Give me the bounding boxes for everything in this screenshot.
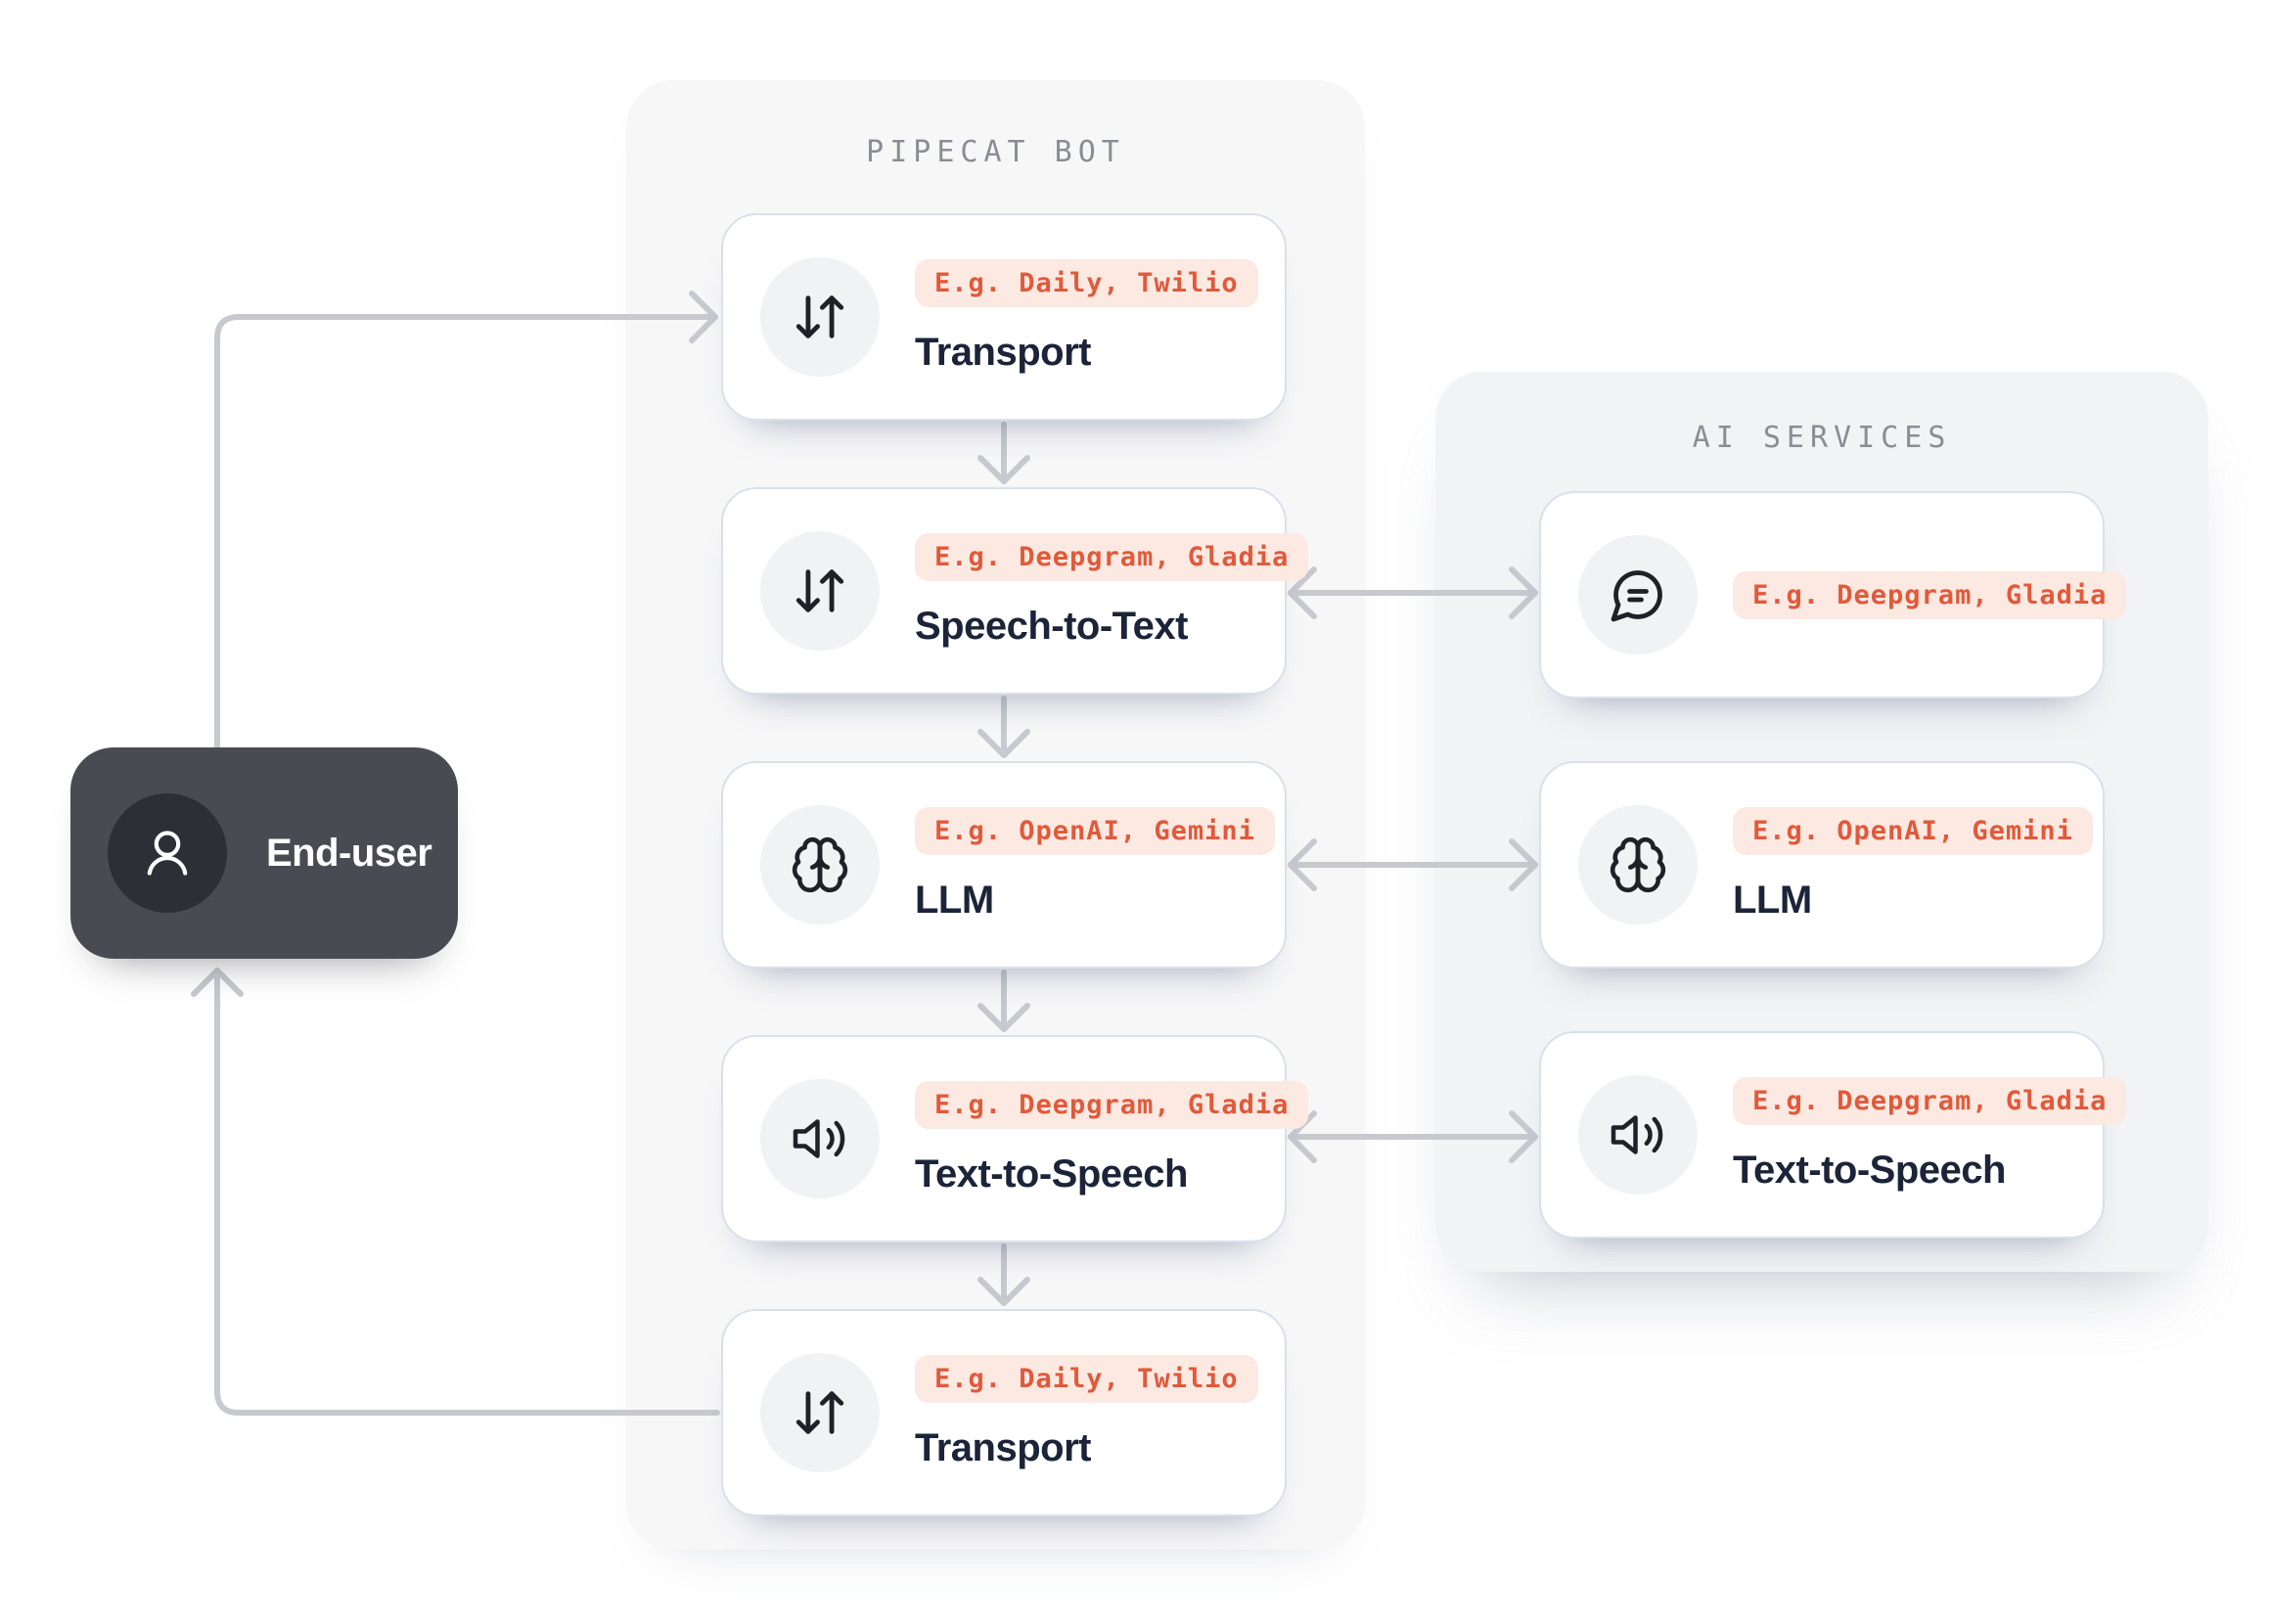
bot-card-transport-out: E.g. Daily, Twilio Transport xyxy=(721,1309,1287,1516)
arrow-enduser-to-transport xyxy=(214,314,718,752)
bot-card-speech-to-text: E.g. Deepgram, Gladia Speech-to-Text xyxy=(721,487,1309,695)
pipecat-bot-title: PIPECAT BOT xyxy=(866,135,1125,169)
example-badge: E.g. Deepgram, Gladia xyxy=(915,1081,1309,1129)
example-badge: E.g. Daily, Twilio xyxy=(915,259,1258,307)
card-title: LLM xyxy=(915,879,994,922)
ai-card-tts-service: E.g. Deepgram, Gladia Text-to-Speech xyxy=(1539,1031,2127,1239)
volume-icon xyxy=(760,1079,880,1198)
arrowhead-right xyxy=(1509,1110,1538,1163)
speech-bubble-icon xyxy=(1578,535,1698,654)
ai-card-stt-service: E.g. Deepgram, Gladia xyxy=(1539,491,2127,699)
bot-card-transport-in: E.g. Daily, Twilio Transport xyxy=(721,213,1287,421)
arrowhead-down xyxy=(977,455,1030,484)
ai-services-title: AI SERVICES xyxy=(1692,421,1952,455)
end-user-label: End-user xyxy=(266,831,432,875)
arrowhead-right xyxy=(1509,566,1538,619)
arrowhead-up xyxy=(191,968,244,997)
example-badge: E.g. OpenAI, Gemini xyxy=(915,807,1275,855)
end-user-node: End-user xyxy=(70,747,458,959)
arrows-up-down-icon xyxy=(760,257,880,377)
arrowhead-right xyxy=(689,291,718,343)
card-title: Speech-to-Text xyxy=(915,605,1188,648)
arrows-up-down-icon xyxy=(760,531,880,651)
example-badge: E.g. OpenAI, Gemini xyxy=(1733,807,2093,855)
card-title: Transport xyxy=(915,331,1091,374)
arrowhead-down xyxy=(977,729,1030,758)
example-badge: E.g. Deepgram, Gladia xyxy=(1733,570,2127,619)
arrows-up-down-icon xyxy=(760,1353,880,1472)
card-title: Transport xyxy=(915,1426,1091,1469)
arrowhead-left xyxy=(1288,566,1317,619)
arrowhead-down xyxy=(977,1277,1030,1306)
user-icon xyxy=(108,793,227,913)
bot-card-llm: E.g. OpenAI, Gemini LLM xyxy=(721,761,1287,969)
card-title: LLM xyxy=(1733,879,1812,922)
ai-card-llm-service: E.g. OpenAI, Gemini LLM xyxy=(1539,761,2105,969)
card-title: Text-to-Speech xyxy=(915,1152,1188,1195)
volume-icon xyxy=(1578,1075,1698,1195)
arrow-transport-to-enduser xyxy=(214,968,720,1416)
card-title: Text-to-Speech xyxy=(1733,1149,2006,1192)
example-badge: E.g. Daily, Twilio xyxy=(915,1355,1258,1403)
brain-icon xyxy=(1578,805,1698,925)
arrowhead-left xyxy=(1288,838,1317,891)
bot-card-text-to-speech: E.g. Deepgram, Gladia Text-to-Speech xyxy=(721,1035,1309,1242)
example-badge: E.g. Deepgram, Gladia xyxy=(1733,1077,2127,1125)
brain-icon xyxy=(760,805,880,925)
example-badge: E.g. Deepgram, Gladia xyxy=(915,533,1309,581)
arrowhead-right xyxy=(1509,838,1538,891)
arrowhead-down xyxy=(977,1003,1030,1032)
